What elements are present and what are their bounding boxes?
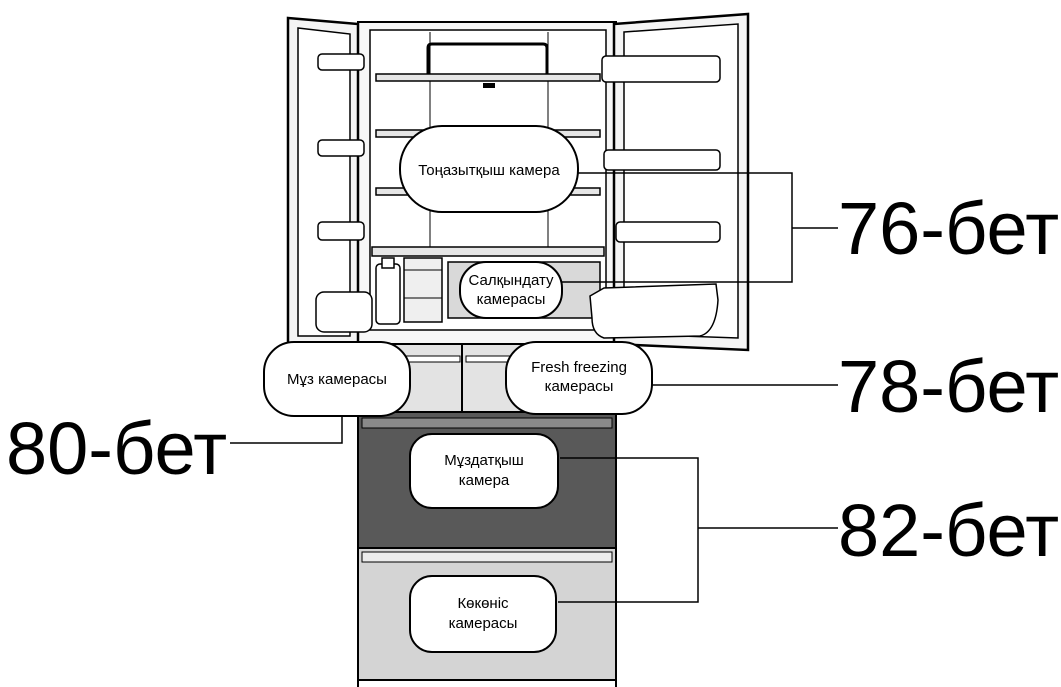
label-freezer-line1: Мұздатқыш bbox=[444, 452, 524, 469]
right-door bbox=[590, 14, 748, 350]
label-veg-line1: Көкөніс bbox=[457, 595, 509, 612]
page-ref-76: 76-бет bbox=[838, 187, 1059, 270]
page-ref-80: 80-бет bbox=[6, 407, 227, 490]
label-fresh-line2: камерасы bbox=[545, 378, 614, 395]
callout-fridge: Тоңазытқыш камера bbox=[400, 126, 578, 212]
label-chill-line1: Салқындату bbox=[468, 272, 554, 289]
page-ref-82: 82-бет bbox=[838, 489, 1059, 572]
callout-freezer: Мұздатқыш камера bbox=[410, 434, 558, 508]
callout-vegetable: Көкөніс камерасы bbox=[410, 576, 556, 652]
label-ice: Мұз камерасы bbox=[287, 371, 387, 388]
label-freezer-line2: камера bbox=[459, 472, 510, 489]
callout-ice: Мұз камерасы bbox=[264, 342, 410, 416]
label-chill-line2: камерасы bbox=[477, 291, 546, 308]
label-fridge: Тоңазытқыш камера bbox=[418, 162, 560, 179]
page-ref-78: 78-бет bbox=[838, 345, 1059, 428]
callout-fresh-freezing: Fresh freezing камерасы bbox=[506, 342, 652, 414]
label-fresh-line1: Fresh freezing bbox=[531, 359, 627, 376]
callout-chill: Салқындату камерасы bbox=[460, 262, 562, 318]
label-veg-line2: камерасы bbox=[449, 615, 518, 632]
